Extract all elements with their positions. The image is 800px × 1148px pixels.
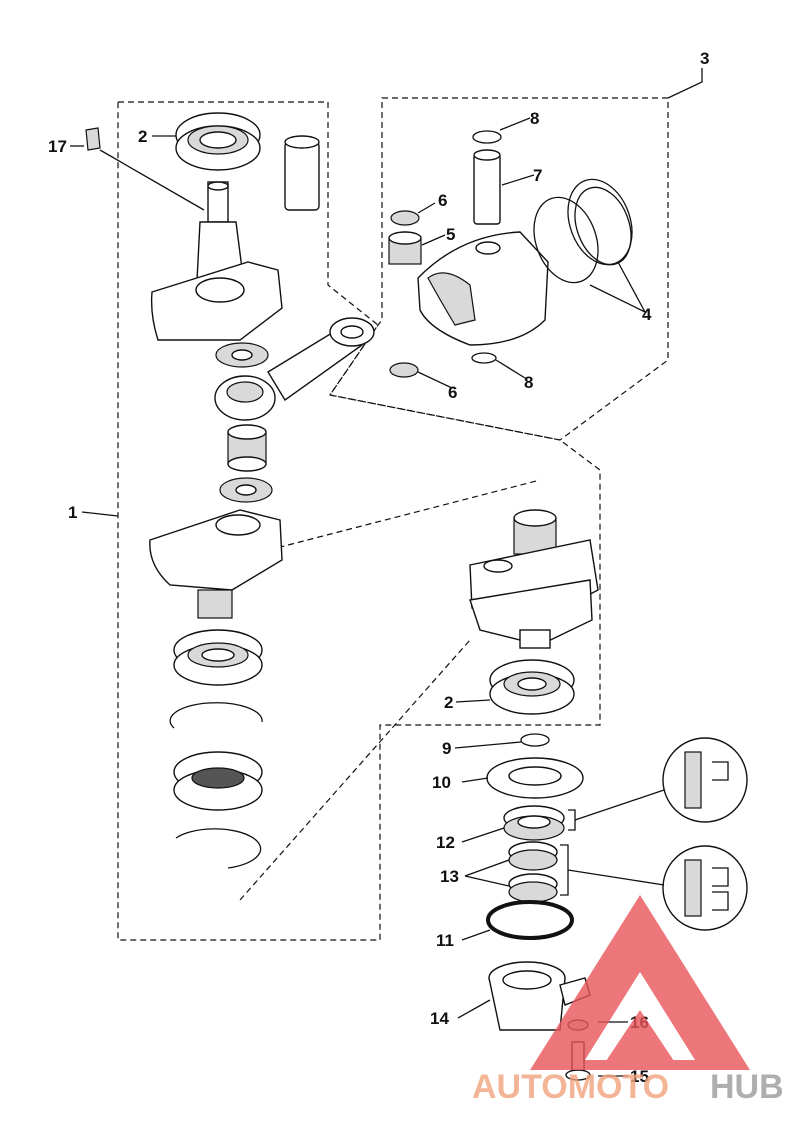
retaining-ring-upper: [169, 702, 263, 729]
leader-lines: [70, 68, 703, 1077]
callout-12: 12: [436, 833, 455, 852]
connecting-rod: [214, 317, 375, 421]
callout-11: 11: [436, 931, 454, 950]
callout-9: 9: [442, 739, 451, 758]
callout-13: 13: [440, 867, 459, 886]
right-ball-bearing: [489, 659, 575, 715]
callout-15: 15: [630, 1067, 649, 1086]
key: [85, 127, 101, 151]
watermark-text-secondary: HUB: [710, 1068, 784, 1106]
callout-17: 17: [48, 137, 67, 156]
callout-5: 5: [446, 225, 455, 244]
detail-views: [560, 737, 748, 931]
watermark-text-primary: AUTOMOTO: [472, 1068, 669, 1106]
lower-crankshaft: [469, 509, 599, 715]
crankshaft-upper-shaft: [150, 181, 283, 341]
upper-ball-bearing: [175, 112, 261, 171]
callout-10: 10: [432, 773, 451, 792]
callout-1: 1: [68, 503, 77, 522]
locating-washer-bottom: [389, 362, 419, 378]
piston-pin-lockring-bottom: [471, 352, 497, 364]
o-ring-small: [520, 733, 550, 747]
retaining-ring-lower: [175, 828, 262, 869]
callout-3: 3: [700, 49, 709, 68]
piston-pin-lockring-top: [472, 130, 502, 144]
splined-hub: [513, 509, 557, 555]
callout-2-top: 2: [138, 127, 147, 146]
seals-13: [508, 841, 558, 903]
callout-6-top: 6: [438, 191, 447, 210]
locating-washer-top: [390, 210, 420, 226]
callout-8-bottom: 8: [524, 373, 533, 392]
lower-ball-bearing: [173, 629, 263, 686]
callout-2-bottom: 2: [444, 693, 453, 712]
callout-14: 14: [430, 1009, 449, 1028]
oil-seal: [173, 751, 263, 811]
callout-8-top: 8: [530, 109, 539, 128]
crankpin-sleeve: [284, 135, 320, 211]
watermark: AUTOMOTO HUB: [472, 895, 784, 1106]
seal-12: [503, 805, 565, 841]
callout-4: 4: [642, 305, 652, 324]
piston: [417, 231, 549, 346]
o-ring-large: [486, 900, 574, 940]
piston-pin: [473, 149, 501, 225]
lower-crank-web: [149, 509, 283, 869]
callout-6-bottom: 6: [448, 383, 457, 402]
piston-assembly: [388, 130, 633, 378]
needle-bearing-small: [388, 231, 422, 265]
needle-bearing: [227, 424, 267, 472]
upper-crankshaft: [85, 112, 375, 503]
piston-rings: [533, 178, 633, 284]
callout-labels: 17 2 3 8 7 6 5 4 8 6 1 2 9 10 12 13 11 1…: [48, 49, 709, 1086]
watermark-logo-icon: [530, 895, 750, 1070]
callout-7: 7: [533, 166, 542, 185]
end-cap: [488, 961, 591, 1031]
